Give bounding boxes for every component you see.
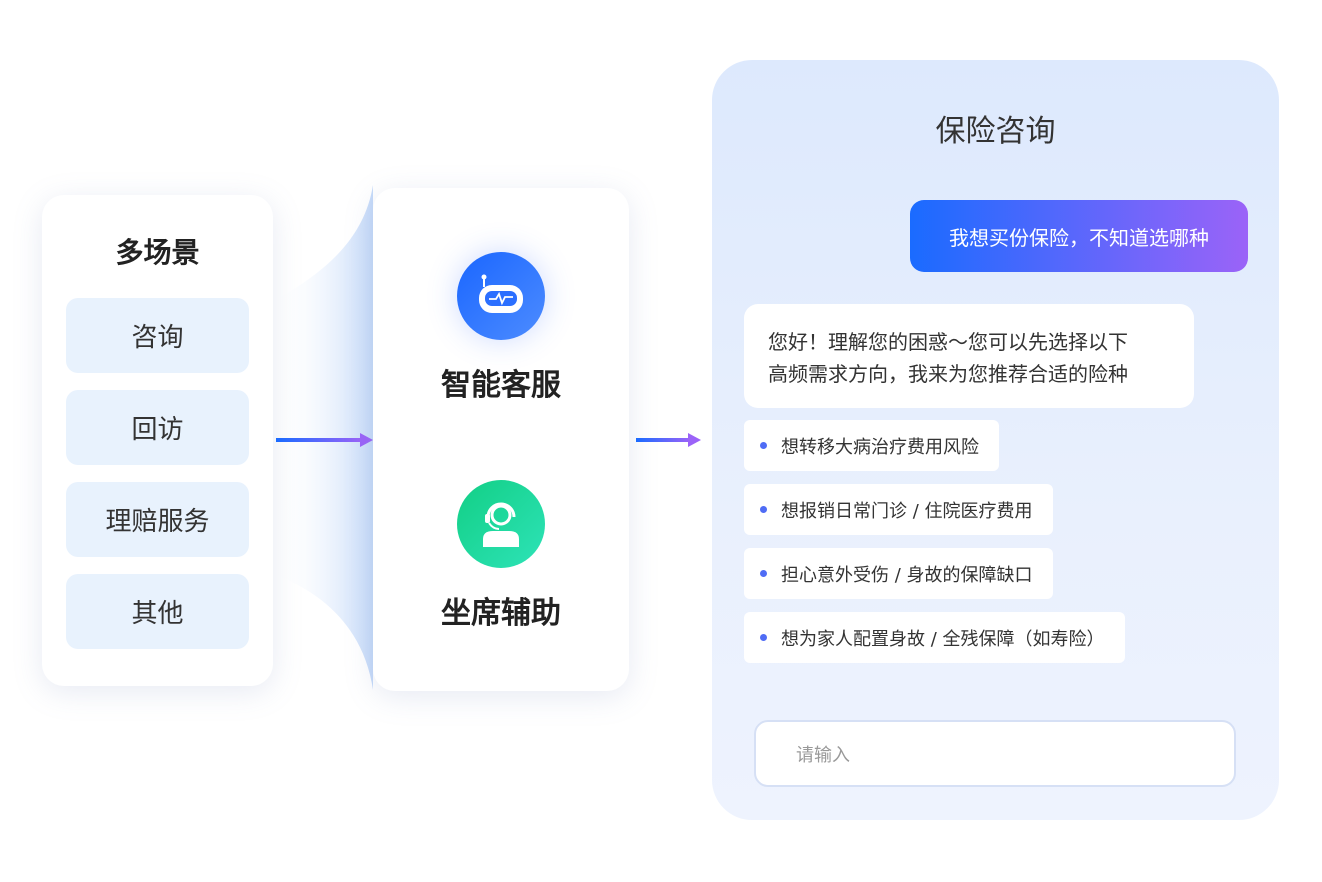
user-message: 我想买份保险，不知道选哪种 — [910, 200, 1248, 272]
bullet-icon — [760, 634, 767, 641]
bot-message-line: 您好！理解您的困惑～您可以先选择以下 — [768, 330, 1128, 354]
scene-consult[interactable]: 咨询 — [66, 298, 249, 373]
option-chip[interactable]: 想转移大病治疗费用风险 — [744, 420, 999, 471]
headset-agent-icon — [457, 480, 545, 568]
funnel-connector — [275, 185, 373, 690]
service-label: 坐席辅助 — [441, 596, 561, 631]
chat-title: 保险咨询 — [935, 114, 1056, 149]
option-label: 想报销日常门诊 / 住院医疗费用 — [781, 500, 1033, 522]
option-chip[interactable]: 担心意外受伤 / 身故的保障缺口 — [744, 548, 1053, 599]
service-agent-assist[interactable]: 坐席辅助 — [373, 480, 629, 632]
option-chip[interactable]: 想报销日常门诊 / 住院医疗费用 — [744, 484, 1053, 535]
bot-message: 您好！理解您的困惑～您可以先选择以下 高频需求方向，我来为您推荐合适的险种 — [744, 304, 1194, 408]
bullet-icon — [760, 506, 767, 513]
bot-message-line: 高频需求方向，我来为您推荐合适的险种 — [768, 362, 1128, 386]
scenes-title: 多场景 — [115, 236, 200, 269]
scene-revisit[interactable]: 回访 — [66, 390, 249, 465]
bullet-icon — [760, 570, 767, 577]
chat-input[interactable]: 请输入 — [754, 720, 1236, 787]
option-label: 想为家人配置身故 / 全残保障（如寿险） — [781, 628, 1105, 650]
scene-claims[interactable]: 理赔服务 — [66, 482, 249, 557]
arrow-right-icon — [636, 433, 701, 447]
scenes-card: 多场景 咨询 回访 理赔服务 其他 — [42, 195, 273, 686]
option-label: 担心意外受伤 / 身故的保障缺口 — [781, 564, 1033, 586]
bullet-icon — [760, 442, 767, 449]
service-label: 智能客服 — [441, 368, 561, 403]
scene-other[interactable]: 其他 — [66, 574, 249, 649]
services-card: 智能客服 坐席辅助 — [373, 188, 629, 691]
service-smart-cs[interactable]: 智能客服 — [373, 252, 629, 404]
arrow-right-icon — [276, 433, 373, 447]
option-label: 想转移大病治疗费用风险 — [781, 436, 979, 458]
robot-icon — [457, 252, 545, 340]
option-chip[interactable]: 想为家人配置身故 / 全残保障（如寿险） — [744, 612, 1125, 663]
chat-panel: 保险咨询 我想买份保险，不知道选哪种 您好！理解您的困惑～您可以先选择以下 高频… — [712, 60, 1279, 820]
